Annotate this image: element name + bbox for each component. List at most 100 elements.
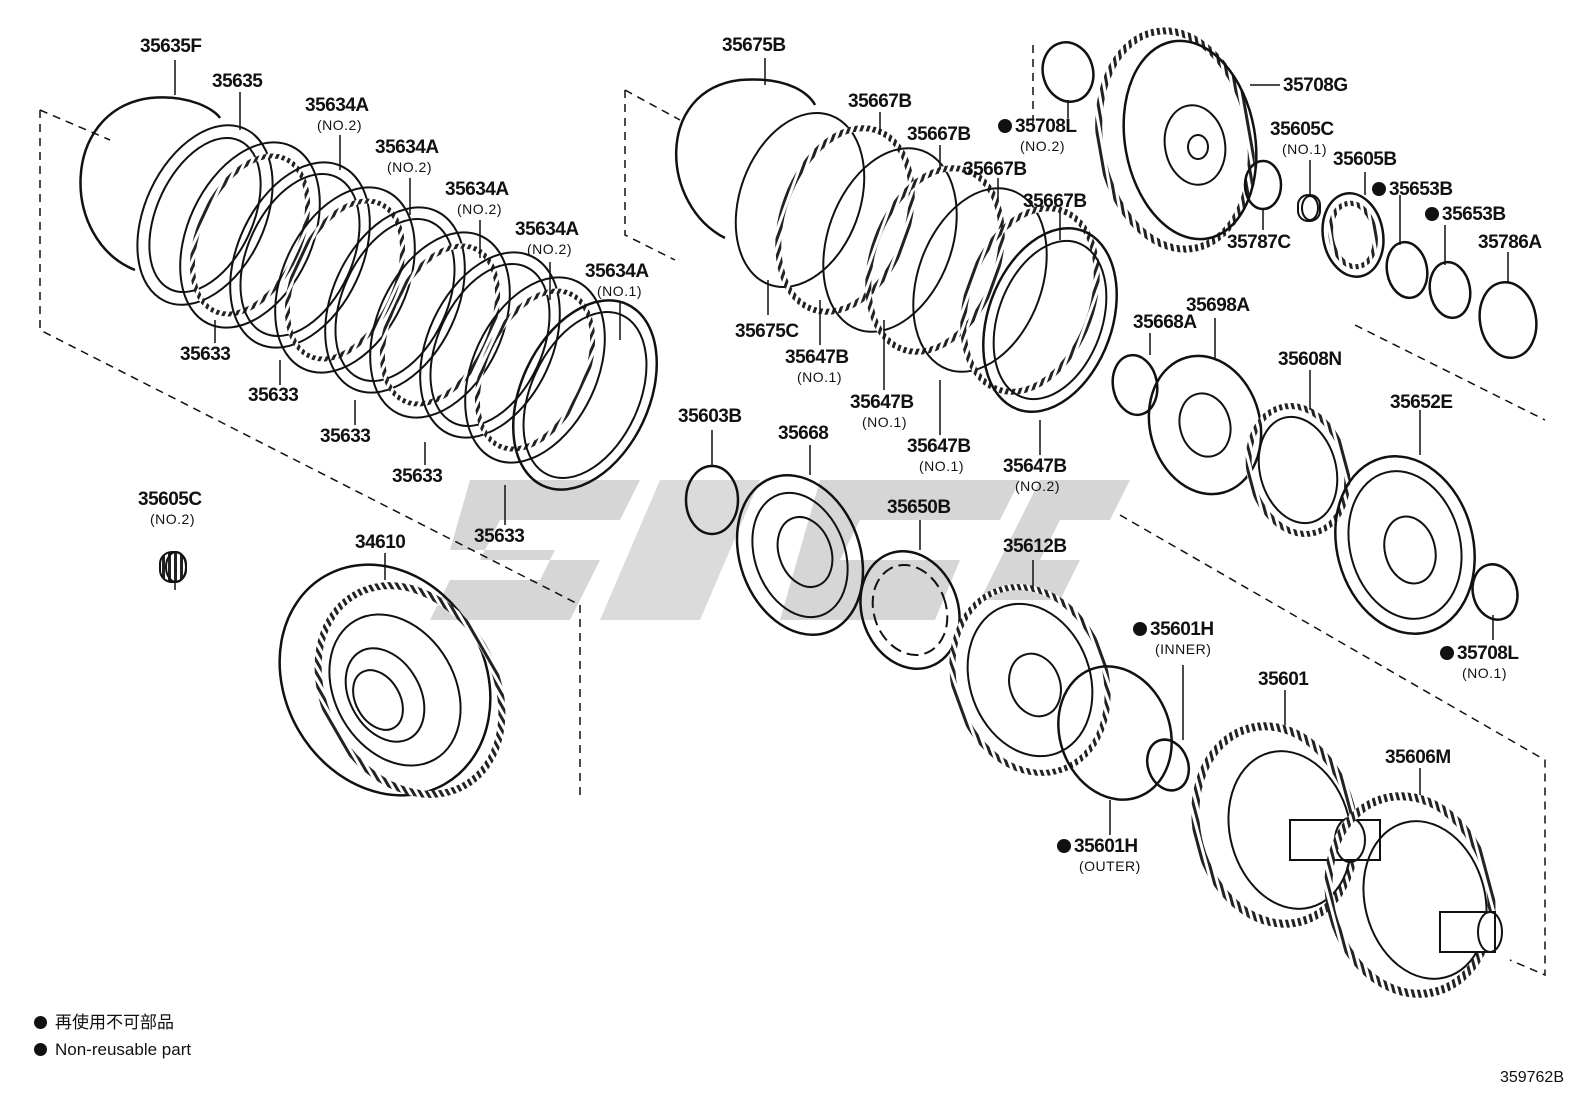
clutch-pack-left: [136, 124, 659, 491]
part-label: 35667B: [1023, 192, 1087, 212]
part-number: 35605B: [1333, 149, 1397, 170]
part-label: 35605C: [1270, 120, 1334, 140]
part-label: 35786A: [1478, 233, 1542, 253]
part-number: 35601: [1258, 669, 1309, 690]
part-label: 35708G: [1283, 76, 1348, 96]
part-variant-note: (INNER): [1155, 641, 1212, 657]
part-number: 35647B: [850, 392, 914, 413]
part-label: 35601H: [1133, 620, 1214, 640]
part-number: 35698A: [1186, 295, 1250, 316]
part-number: 35786A: [1478, 232, 1542, 253]
part-variant-note: (NO.1): [862, 414, 907, 430]
seal-ring-35653B-b: [1428, 260, 1472, 320]
part-label: 35601: [1258, 669, 1309, 690]
part-label: 35650B: [887, 498, 951, 518]
leader-lines: [174, 58, 1509, 835]
part-label: 35633: [248, 385, 299, 406]
part-variant-note: (NO.2): [317, 117, 362, 133]
part-label: 35667B: [963, 160, 1027, 180]
bushing-35605C-no1: [1297, 194, 1321, 222]
part-number: 35634A: [375, 137, 439, 158]
non-reusable-icon: [1425, 207, 1439, 221]
part-label: 35612B: [1003, 537, 1067, 557]
part-variant-note: (NO.2): [527, 241, 572, 257]
part-number: 35603B: [678, 406, 742, 427]
part-number: 35605C: [1270, 119, 1334, 140]
part-label: 35606M: [1385, 748, 1451, 768]
part-label: 35708L: [998, 116, 1077, 137]
seal-ring-35708L-no1: [1471, 563, 1519, 621]
part-number: 35633: [248, 385, 299, 406]
part-label: 35675C: [735, 322, 799, 342]
part-label: 35787C: [1227, 233, 1291, 253]
diagram-reference-number: 359762B: [1499, 1069, 1564, 1086]
o-ring-35601H-inner: [1145, 738, 1191, 792]
return-spring-35650B: [859, 550, 961, 670]
part-label: 35633: [320, 427, 371, 447]
bearing-35605B: [1321, 192, 1385, 278]
part-label: 35708L: [1440, 644, 1519, 664]
washer-35786A: [1478, 281, 1538, 359]
part-label: 35633: [392, 466, 443, 487]
part-label: 35652E: [1390, 393, 1453, 413]
part-number: 35647B: [785, 347, 849, 368]
part-number: 35601H: [1074, 836, 1138, 857]
part-label: 35605C: [138, 490, 202, 510]
piston-35668: [735, 474, 865, 636]
part-variant-note: (NO.2): [150, 511, 195, 527]
seal-ring-35653B-a: [1385, 240, 1429, 300]
part-variant-note: (NO.1): [797, 369, 842, 385]
gear-35601: [1191, 722, 1381, 928]
part-number: 35634A: [305, 95, 369, 116]
part-label: 35605B: [1333, 150, 1397, 170]
part-variant-note: (NO.2): [387, 159, 432, 175]
part-label: 35633: [474, 527, 525, 547]
non-reusable-icon: [1133, 622, 1147, 636]
part-number: 35635F: [140, 36, 202, 57]
part-number: 35606M: [1385, 747, 1451, 768]
bullet-icon: [34, 1016, 47, 1029]
part-label: 35608N: [1278, 350, 1342, 370]
part-label: 35647B: [907, 437, 971, 457]
part-number: 35667B: [1023, 191, 1087, 212]
part-label: 35653B: [1425, 205, 1506, 225]
drum-35708G: [1095, 27, 1258, 253]
seal-ring-35708L-no2: [1041, 41, 1095, 103]
non-reusable-icon: [1372, 182, 1386, 196]
part-label: 35635: [212, 72, 263, 92]
snap-ring-35635F: [79, 96, 222, 272]
part-label: 35633: [180, 345, 231, 365]
part-number: 35634A: [445, 179, 509, 200]
part-variant-note: (NO.2): [457, 201, 502, 217]
part-label: 35634A: [585, 262, 649, 282]
part-number: 35634A: [515, 219, 579, 240]
clutch-drum-35652E: [1334, 455, 1476, 635]
part-label: 35601H: [1057, 837, 1138, 857]
part-label: 35668: [778, 423, 829, 444]
part-number: 35647B: [1003, 456, 1067, 477]
part-label: 34610: [355, 532, 406, 553]
part-number: 35650B: [887, 497, 951, 518]
snap-ring-35675B: [674, 78, 817, 240]
part-number: 35668: [778, 423, 829, 444]
dashed-boundary: [39, 45, 1546, 977]
non-reusable-icon: [998, 119, 1012, 133]
o-ring-35601H-outer: [1057, 665, 1173, 801]
part-number: 35675C: [735, 321, 799, 342]
part-variant-note: (NO.2): [1020, 138, 1065, 154]
part-number: 35787C: [1227, 232, 1291, 253]
part-variant-note: (NO.1): [919, 458, 964, 474]
part-number: 35708L: [1015, 116, 1077, 137]
part-label: 35647B: [1003, 457, 1067, 477]
part-number: 35633: [392, 466, 443, 487]
part-number: 35652E: [1390, 392, 1453, 413]
legend-text-en: Non-reusable part: [55, 1040, 192, 1059]
watermark-logo: [430, 480, 1130, 620]
part-label: 35603B: [678, 407, 742, 427]
part-label: 35635F: [140, 36, 202, 57]
bushing-35605C-no2: [159, 551, 187, 583]
clutch-drum-34610: [278, 563, 506, 798]
part-number: 34610: [355, 532, 406, 553]
part-label: 35634A: [375, 138, 439, 158]
